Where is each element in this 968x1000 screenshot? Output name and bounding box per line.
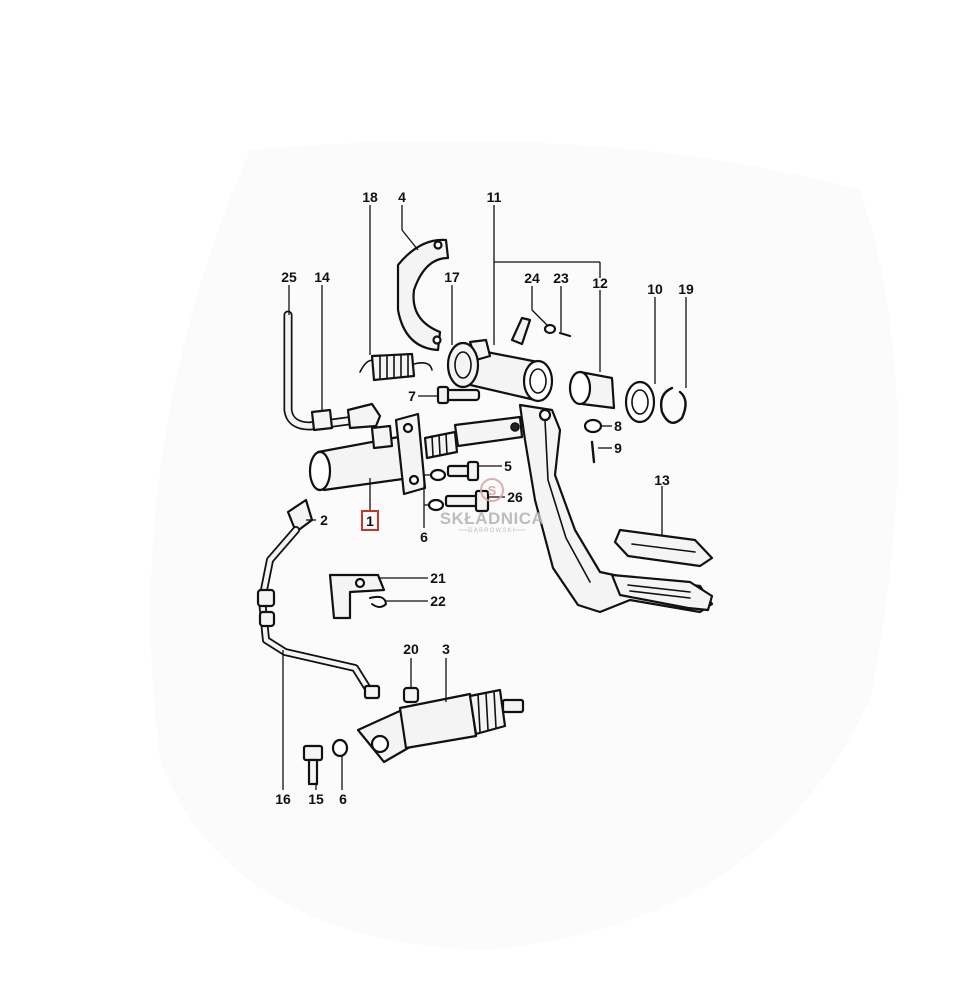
pin-9 bbox=[590, 440, 596, 464]
skladnica-logo-icon: S bbox=[480, 478, 504, 502]
label-7: 7 bbox=[408, 388, 416, 404]
label-1: 1 bbox=[366, 513, 374, 529]
clip-22 bbox=[369, 595, 387, 608]
label-2: 2 bbox=[320, 512, 328, 528]
watermark: S SKŁADNICA DĄBROWSKI bbox=[440, 478, 545, 534]
master-cylinder-1 bbox=[308, 412, 459, 496]
hose-clamp-14 bbox=[310, 408, 334, 432]
bolt-26 bbox=[427, 489, 490, 513]
label-16: 16 bbox=[275, 791, 291, 807]
label-23: 23 bbox=[553, 270, 569, 286]
bracket-21 bbox=[328, 573, 386, 620]
bolt-15 bbox=[302, 744, 324, 786]
label-24: 24 bbox=[524, 270, 540, 286]
label-25: 25 bbox=[281, 269, 297, 285]
spring-18 bbox=[359, 352, 433, 382]
hose-elbow bbox=[346, 402, 382, 430]
label-17: 17 bbox=[444, 269, 460, 285]
part-labels: 18 4 11 25 14 17 24 23 12 10 19 7 8 9 5 … bbox=[275, 189, 694, 807]
bolt-7 bbox=[436, 385, 481, 405]
label-18: 18 bbox=[362, 189, 378, 205]
washer-6-bottom bbox=[331, 738, 349, 758]
pedal-rubber-13 bbox=[613, 528, 714, 568]
bolt-5 bbox=[429, 460, 480, 482]
leader-lines bbox=[282, 205, 687, 790]
label-20: 20 bbox=[403, 641, 419, 657]
label-9: 9 bbox=[614, 440, 622, 456]
slave-cylinder-3 bbox=[356, 688, 525, 764]
label-26: 26 bbox=[507, 489, 523, 505]
label-19: 19 bbox=[678, 281, 694, 297]
push-rod bbox=[453, 415, 524, 448]
washer-24 bbox=[543, 323, 557, 335]
label-21: 21 bbox=[430, 570, 446, 586]
watermark-subtitle: DĄBROWSKI bbox=[468, 528, 515, 534]
label-22: 22 bbox=[430, 593, 446, 609]
bush-12 bbox=[568, 370, 616, 410]
label-12: 12 bbox=[592, 275, 608, 291]
label-15: 15 bbox=[308, 791, 324, 807]
watermark-title: SKŁADNICA bbox=[440, 509, 545, 528]
bush-17 bbox=[446, 341, 480, 389]
label-3: 3 bbox=[442, 641, 450, 657]
bracket-4 bbox=[396, 238, 450, 352]
label-6-top: 6 bbox=[420, 529, 428, 545]
label-8: 8 bbox=[614, 418, 622, 434]
label-11: 11 bbox=[487, 189, 502, 205]
label-14: 14 bbox=[314, 269, 330, 285]
svg-text:S: S bbox=[488, 483, 497, 498]
circlip-19 bbox=[659, 386, 687, 424]
bleed-valve-20 bbox=[402, 686, 420, 704]
pedal-arm bbox=[518, 403, 714, 614]
highlight-box-1 bbox=[361, 510, 379, 531]
washer-8 bbox=[583, 418, 603, 434]
hose-nut bbox=[256, 588, 276, 608]
label-4: 4 bbox=[398, 189, 406, 205]
split-pin-23 bbox=[558, 331, 572, 338]
label-6-bottom: 6 bbox=[339, 791, 347, 807]
label-13: 13 bbox=[654, 472, 670, 488]
washer-10 bbox=[624, 380, 656, 424]
label-5: 5 bbox=[504, 458, 512, 474]
label-10: 10 bbox=[647, 281, 663, 297]
pedal-pad bbox=[610, 573, 714, 612]
